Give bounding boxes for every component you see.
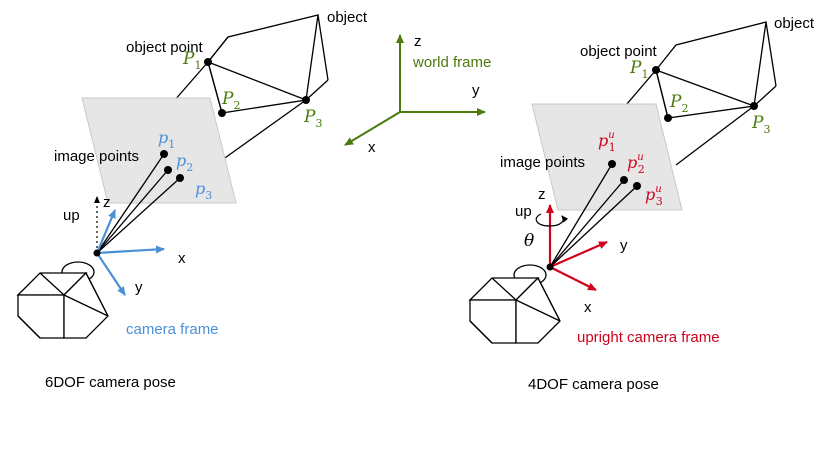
world-axis-z-label: z [414, 33, 422, 50]
left-camera-icon [16, 261, 109, 339]
left-image-point-1 [160, 150, 168, 158]
left-image-points-label: image points [54, 148, 139, 165]
left-axis-x-label: x [178, 250, 186, 267]
right-P1-label: P1 [629, 58, 648, 81]
left-P3-label: P3 [303, 107, 322, 130]
left-rays [96, 153, 181, 254]
left-axis-y-label: y [135, 279, 143, 296]
left-image-point-2 [164, 166, 172, 174]
right-object-label: object [774, 15, 815, 32]
left-object-point-1 [204, 58, 212, 66]
right-rays [549, 163, 638, 268]
left-P2-label: P2 [221, 89, 240, 112]
left-camera-frame-axes [95, 209, 165, 296]
right-object-point-1 [652, 66, 660, 74]
left-p2-label: p2 [176, 151, 193, 174]
left-frame-label: camera frame [126, 321, 219, 338]
right-P2-label: P2 [669, 92, 688, 115]
left-p1-label: p1 [158, 128, 175, 151]
right-axis-x-label: x [584, 299, 592, 316]
left-P1-label: P1 [182, 49, 201, 72]
right-object-point-3 [750, 102, 758, 110]
left-object-point-label: object point [126, 39, 204, 56]
world-axis-y-label: y [472, 82, 480, 99]
right-frame-label: upright camera frame [577, 329, 720, 346]
left-object-point-3 [302, 96, 310, 104]
left-up-label: up [63, 207, 80, 224]
right-image-point-1 [608, 160, 616, 168]
right-image-points-label: image points [500, 154, 585, 171]
left-axis-z-label: z [103, 194, 111, 211]
right-image-point-2 [620, 176, 628, 184]
right-axis-y-label: y [620, 237, 628, 254]
left-image-point-3 [176, 174, 184, 182]
left-image-plane [81, 97, 237, 204]
left-p3-label: p3 [195, 179, 212, 202]
right-camera-center [546, 263, 554, 271]
right-object-point-2 [664, 114, 672, 122]
right-camera-icon [468, 264, 561, 344]
world-axis-x-label: x [368, 139, 376, 156]
left-caption: 6DOF camera pose [45, 374, 176, 391]
right-image-plane [531, 103, 683, 211]
right-image-point-3 [633, 182, 641, 190]
left-panel: object object point image points up z x … [16, 9, 368, 391]
right-object-point-label: object point [580, 43, 658, 60]
world-frame: z y x world frame [344, 33, 491, 156]
left-object-point-2 [218, 109, 226, 117]
world-frame-label: world frame [412, 54, 491, 71]
right-theta-arc [535, 213, 569, 227]
left-object-label: object [327, 9, 368, 26]
right-up-label: up [515, 203, 532, 220]
right-P3-label: P3 [751, 113, 770, 136]
right-panel: object object point image points up θ z … [468, 15, 815, 393]
right-theta-label: θ [524, 231, 534, 251]
right-caption: 4DOF camera pose [528, 376, 659, 393]
right-camera-frame-axes [546, 204, 608, 291]
left-camera-center [93, 249, 101, 257]
right-object-box [595, 21, 777, 166]
right-axis-z-label: z [538, 186, 546, 203]
